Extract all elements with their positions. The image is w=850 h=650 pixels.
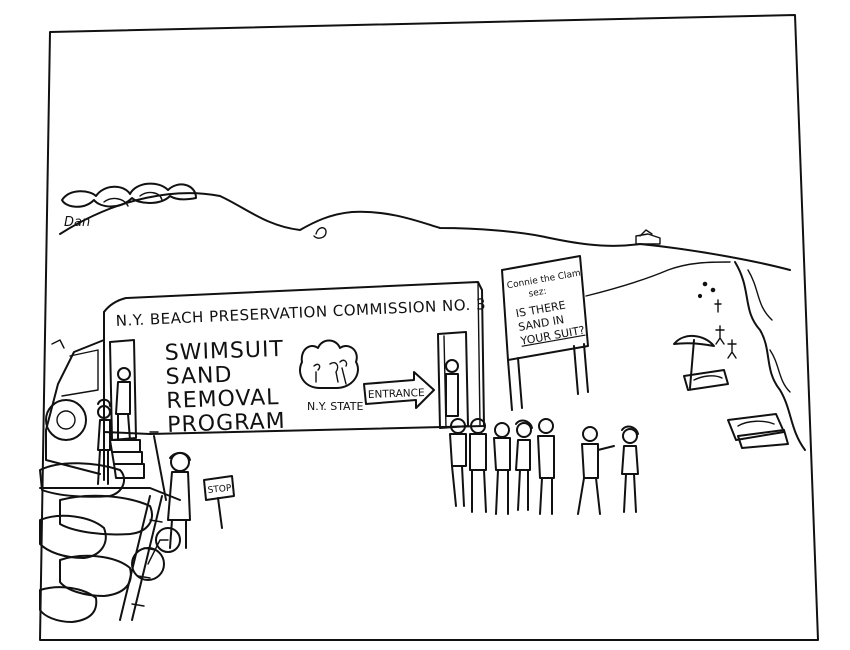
bicycle: [131, 527, 181, 581]
state-seal-emblem: [299, 339, 359, 389]
entrance-arrow: [363, 371, 435, 409]
program-title: SWIMSUIT SAND REMOVAL PROGRAM: [164, 337, 286, 438]
truck-cab: [45, 311, 105, 481]
program-line-1: SWIMSUIT: [164, 337, 284, 366]
queue-person: [445, 359, 459, 417]
truck-steps: [109, 439, 145, 479]
queue-person: [515, 419, 533, 511]
sand-sacks: [39, 462, 153, 623]
queue-person: [469, 418, 487, 513]
stop-sign-label: STOP: [207, 483, 232, 495]
state-seal-label: N.Y. STATE: [307, 400, 363, 413]
frame-border: [39, 14, 819, 641]
armed-guard: [149, 431, 191, 549]
queue-person: [537, 418, 555, 515]
queue-of-people: [445, 359, 639, 515]
entrance-label: ENTRANCE: [368, 387, 425, 401]
queue-person: [577, 426, 615, 515]
figure-on-steps: [115, 367, 131, 441]
billboard: [501, 255, 589, 411]
billboard-text: Connie the Clam sez: IS THERE SAND IN YO…: [506, 268, 586, 347]
billboard-line-2: sez:: [528, 287, 547, 300]
sunbathers-right: [727, 413, 789, 449]
distant-beachgoers: [697, 281, 737, 359]
program-line-2: SAND: [165, 363, 233, 390]
shoreline: [585, 261, 806, 451]
program-line-3: REMOVAL: [166, 385, 280, 414]
stop-sign: [203, 475, 235, 529]
background-hills: [59, 192, 791, 271]
beach-umbrella: [673, 335, 715, 389]
clouds: [61, 182, 197, 208]
program-line-4: PROGRAM: [167, 409, 286, 438]
artist-signature: Dan: [64, 215, 90, 230]
queue-person: [493, 422, 511, 515]
commission-title: N.Y. BEACH PRESERVATION COMMISSION NO. 3: [115, 295, 486, 330]
queue-person: [449, 418, 467, 507]
sunbather-towel: [683, 369, 729, 391]
queue-person: [621, 425, 639, 513]
distant-house: [635, 229, 661, 245]
